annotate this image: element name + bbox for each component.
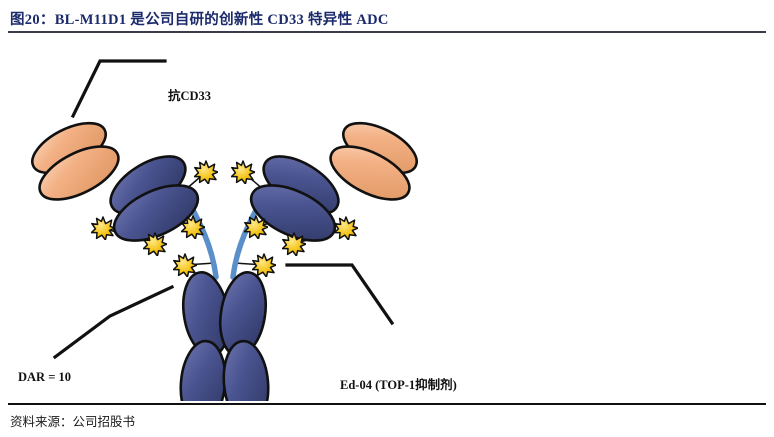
leader-line-payload <box>285 263 395 326</box>
fab-arm-right <box>249 121 418 242</box>
fc-domain-lower-right <box>222 339 270 401</box>
title-divider <box>8 31 766 33</box>
payload-star <box>252 253 276 277</box>
label-dar: DAR = 10 <box>18 370 71 384</box>
payload-star <box>244 215 268 239</box>
variable-domain-left-inner <box>38 145 120 201</box>
label-ed04-payload: Ed-04 (TOP-1抑制剂) <box>340 378 457 392</box>
payload-star <box>282 232 306 256</box>
payload-star <box>231 160 255 184</box>
figure-title: 图20：BL-M11D1 是公司自研的创新性 CD33 特异性 ADC <box>10 12 389 28</box>
source-note: 资料来源：公司招股书 <box>10 415 136 429</box>
leader-line-dar <box>52 284 175 360</box>
constant-domain-right-inner <box>249 184 337 242</box>
leader-line-antibody <box>70 59 167 119</box>
payload-star <box>334 216 358 240</box>
payload-star <box>194 160 218 184</box>
adc-diagram-svg <box>31 59 418 401</box>
fab-arm-left <box>31 121 200 242</box>
constant-domain-left-inner <box>112 184 200 242</box>
payload-star <box>91 216 115 240</box>
footer-divider <box>8 403 766 405</box>
label-anti-cd33: 抗CD33 <box>168 89 212 103</box>
fc-region <box>179 271 270 401</box>
adc-diagram: 抗CD33 DAR = 10 Ed-04 (TOP-1抑制剂) <box>0 33 774 401</box>
leader-lines <box>52 59 395 360</box>
variable-domain-right-inner <box>329 145 411 201</box>
